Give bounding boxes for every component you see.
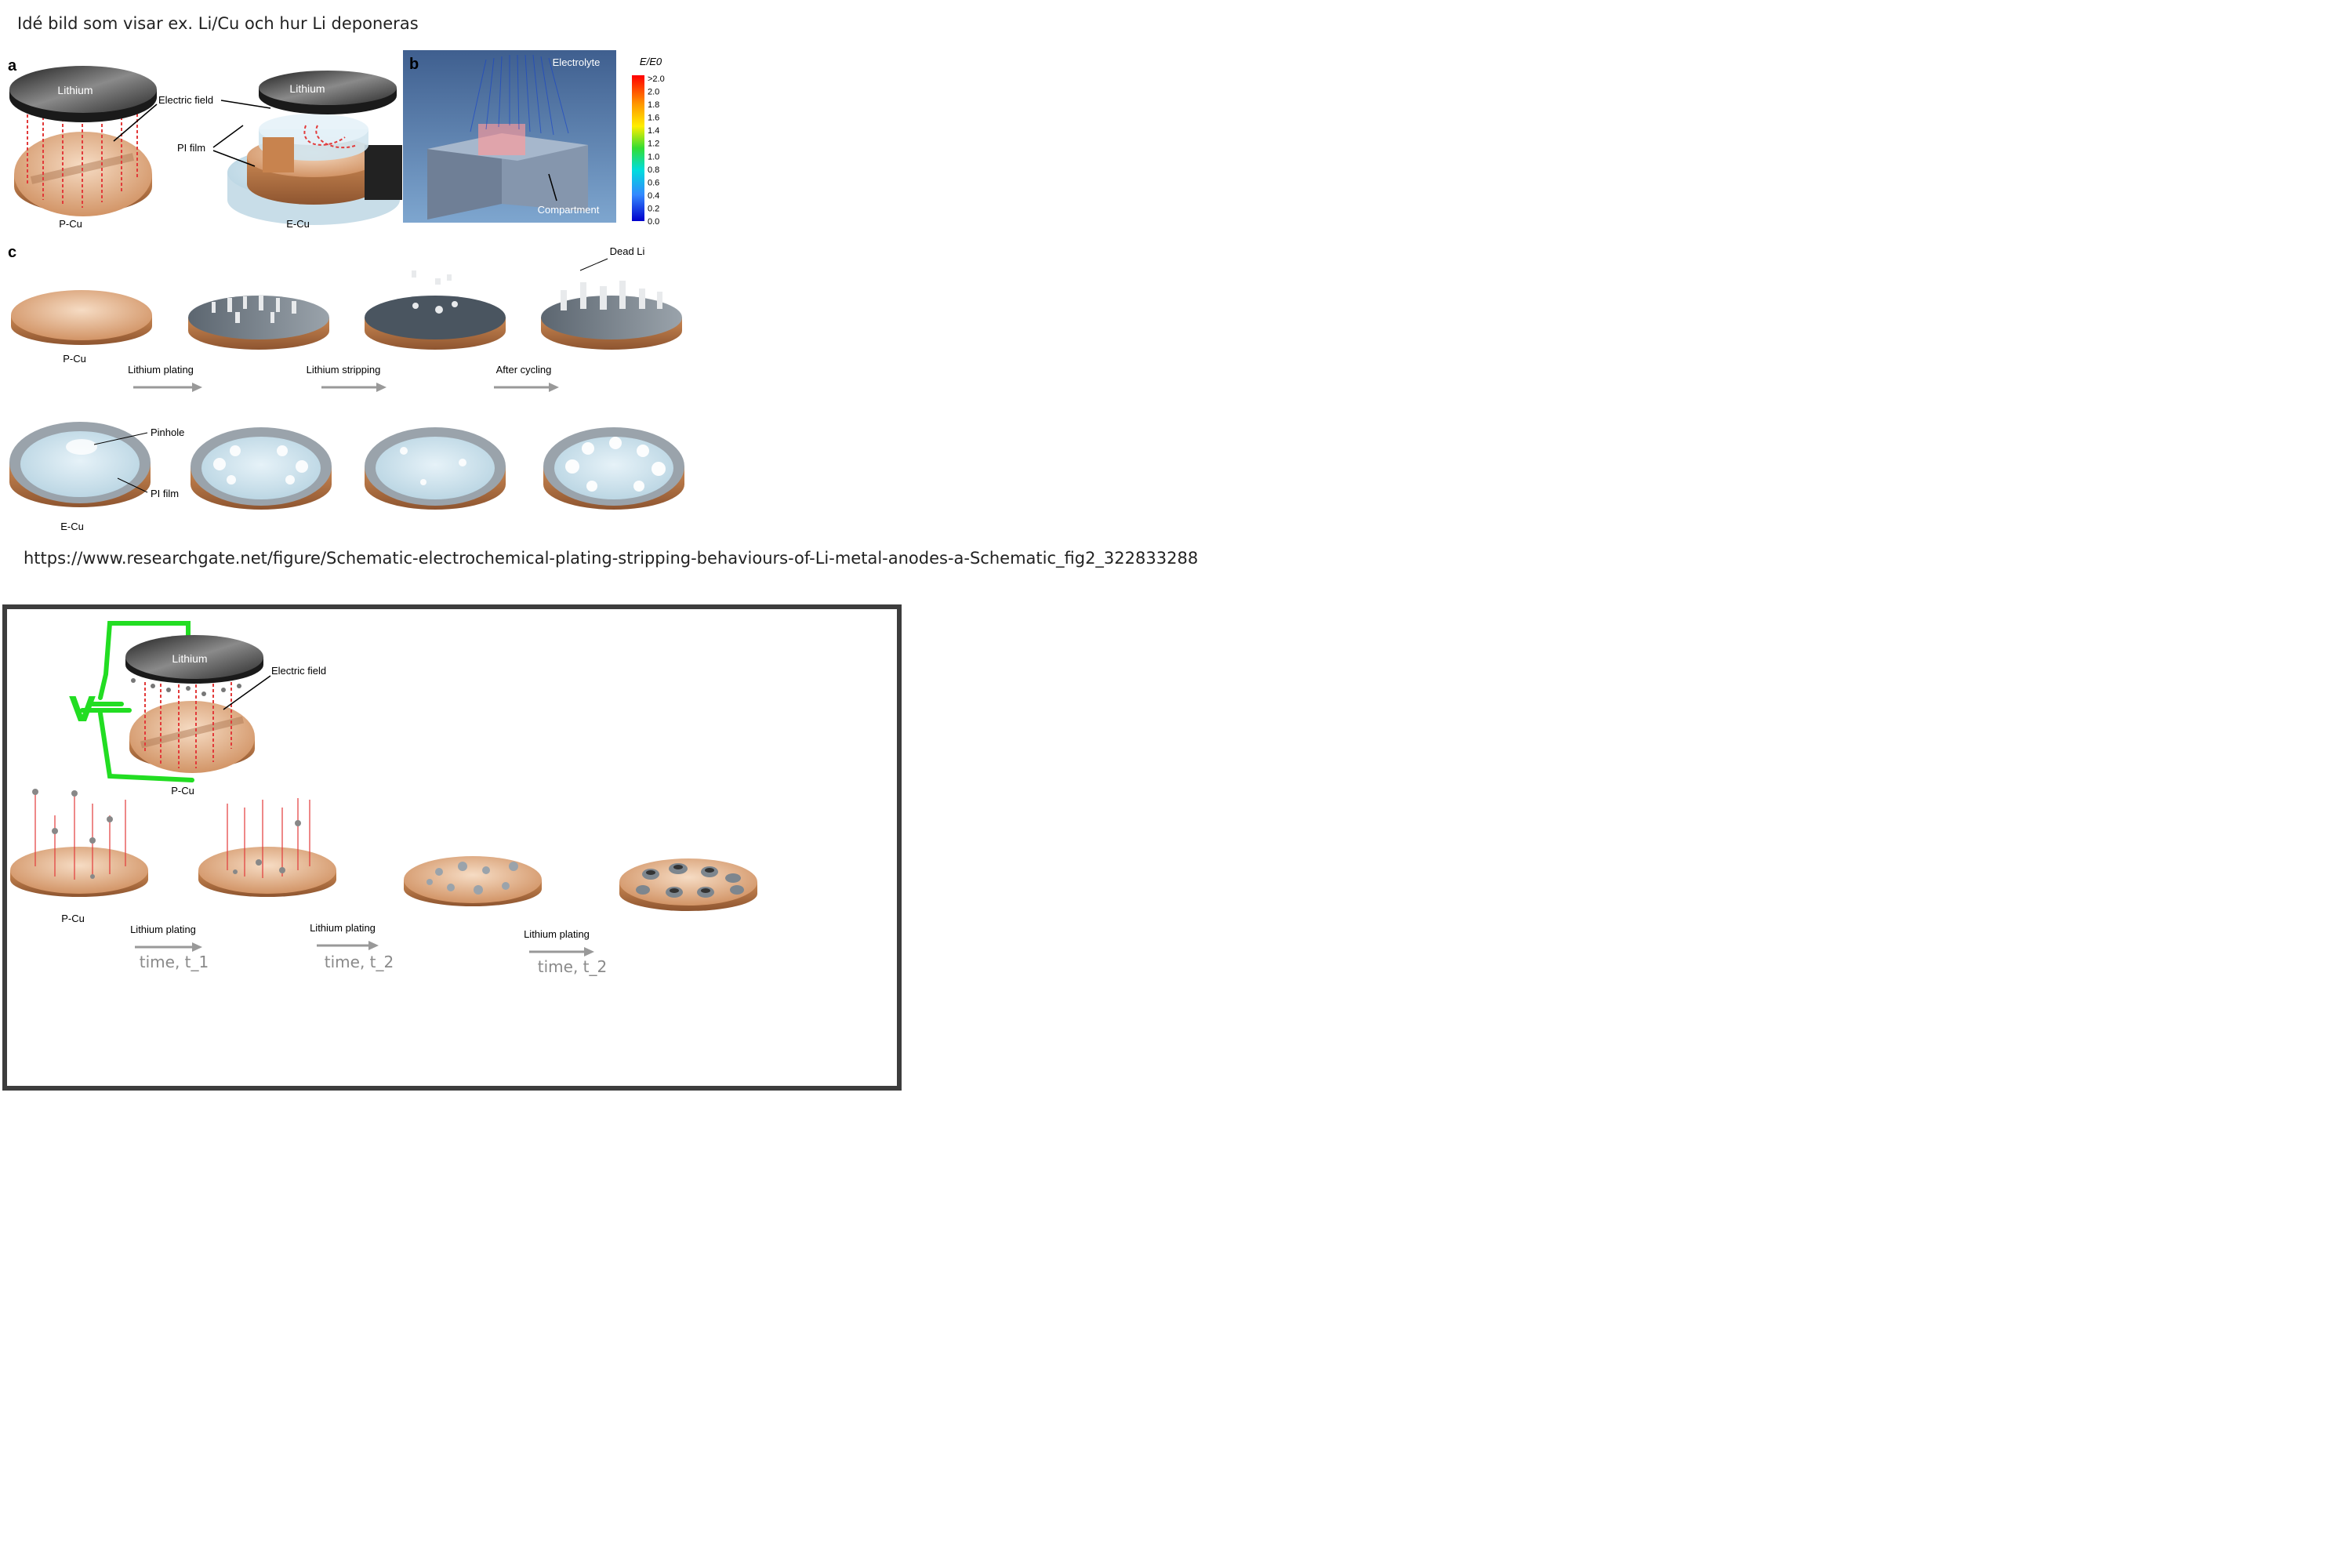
panel-c-letter: c xyxy=(8,244,16,261)
pcu-bare-disc xyxy=(11,290,152,345)
pcu-plated-disc xyxy=(188,295,329,350)
e-cu-cutaway xyxy=(227,114,402,225)
colorbar-ticks: >2.0 2.0 1.8 1.6 1.4 1.2 1.0 0.8 0.6 0.4 0.2 0.0 xyxy=(648,74,665,227)
pi-film-pointer-1 xyxy=(212,125,244,148)
pcu-stripped-disc xyxy=(365,270,506,350)
colorbar-tick: 1.0 xyxy=(648,152,659,162)
source-url: https://www.researchgate.net/figure/Sche… xyxy=(24,549,1199,568)
electric-field-pointer xyxy=(113,103,158,142)
reference-figure: a Lithium Electric field P-Cu xyxy=(8,50,684,532)
colorbar-tick: 1.8 xyxy=(648,100,659,110)
idea-frame xyxy=(2,604,902,1091)
ecu-pi-film-label: PI film xyxy=(151,488,179,499)
colorbar-tick: 2.0 xyxy=(648,88,659,97)
step-cycling: After cycling xyxy=(496,364,552,376)
panel-b-letter: b xyxy=(409,56,419,73)
colorbar-tick: 0.8 xyxy=(648,165,659,175)
lithium-disc-ecu xyxy=(259,71,397,114)
lithium-disc xyxy=(9,66,157,122)
pinhole-pointer xyxy=(93,432,148,445)
colorbar-tick: 0.0 xyxy=(648,217,659,227)
pi-film-label: PI film xyxy=(177,142,205,154)
ecu-disc-4 xyxy=(543,427,684,510)
colorbar-tick: 1.4 xyxy=(648,126,659,136)
ecu-row-label: E-Cu xyxy=(60,521,84,532)
ecu-pi-film-pointer xyxy=(117,477,148,493)
pinhole-label: Pinhole xyxy=(151,426,184,438)
colorbar xyxy=(632,75,644,221)
colorbar-tick: 0.2 xyxy=(648,204,659,213)
electrolyte-label: Electrolyte xyxy=(553,56,601,68)
step-plating: Lithium plating xyxy=(128,364,194,376)
colorbar-tick: 1.6 xyxy=(648,114,659,123)
p-cu-label: P-Cu xyxy=(59,218,82,230)
simulation-panel xyxy=(403,50,616,223)
ecu-disc-3 xyxy=(365,427,506,510)
colorbar-tick: 0.6 xyxy=(648,178,659,187)
ecu-disc-1 xyxy=(9,422,151,507)
ecu-field-pointer xyxy=(220,100,271,109)
dead-li-label: Dead Li xyxy=(610,245,645,257)
e-cu-label: E-Cu xyxy=(286,218,310,230)
pi-film-pointer-2 xyxy=(212,150,256,167)
lithium-label-ecu: Lithium xyxy=(289,82,325,95)
colorbar-tick: 0.4 xyxy=(648,191,659,201)
process-arrows xyxy=(133,383,559,392)
compartment-label: Compartment xyxy=(538,204,600,216)
compartment-pointer xyxy=(548,173,557,201)
colorbar-title: E/E0 xyxy=(640,56,662,67)
colorbar-tick: 1.2 xyxy=(648,140,659,149)
colorbar-tick: >2.0 xyxy=(648,74,665,84)
step-stripping: Lithium stripping xyxy=(307,364,381,376)
page-heading: Idé bild som visar ex. Li/Cu och hur Li … xyxy=(17,14,419,33)
pcu-cycled-disc xyxy=(541,281,682,350)
ecu-disc-2 xyxy=(191,427,332,510)
dead-li-pointer xyxy=(579,258,608,271)
electric-field-label: Electric field xyxy=(158,94,213,106)
pcu-row-label: P-Cu xyxy=(63,353,86,365)
lithium-label: Lithium xyxy=(57,84,93,96)
panel-a-letter: a xyxy=(8,57,17,74)
